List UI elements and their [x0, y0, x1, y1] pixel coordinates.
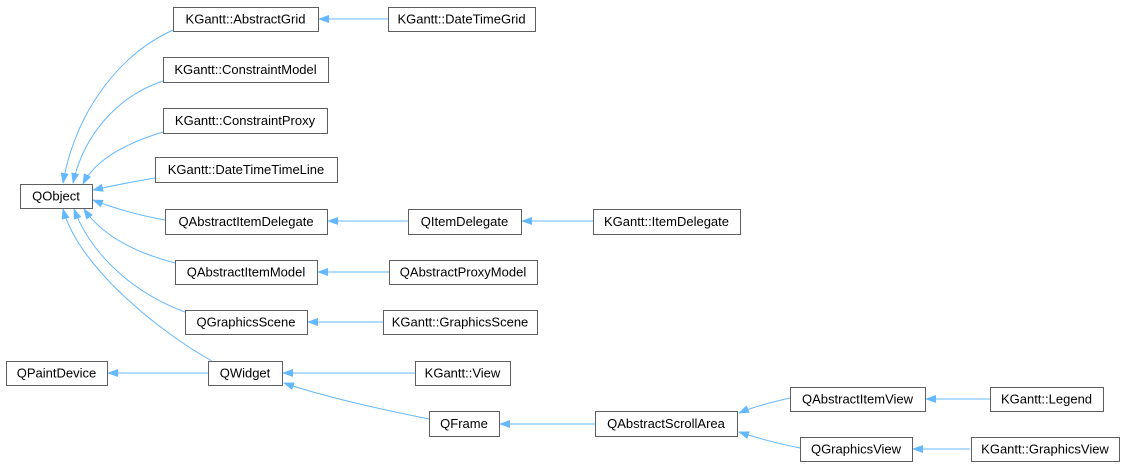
class-node-qabstractitemmodel[interactable]: QAbstractItemModel	[175, 260, 318, 285]
class-node-box[interactable]	[185, 310, 308, 335]
class-node-box[interactable]	[163, 108, 328, 134]
class-node-qpaintdevice[interactable]: QPaintDevice	[6, 361, 108, 386]
inheritance-edge-kgantt-constraintmodel-to-qobject	[71, 80, 164, 184]
class-node-box[interactable]	[388, 7, 536, 32]
class-node-kgantt-datetimetimeline[interactable]: KGantt::DateTimeTimeLine	[155, 157, 338, 183]
class-node-box[interactable]	[790, 387, 926, 412]
class-node-label: KGantt::Legend	[1001, 392, 1092, 407]
class-node-box[interactable]	[593, 209, 741, 235]
class-node-box[interactable]	[389, 260, 538, 285]
class-node-qobject[interactable]: QObject	[20, 184, 93, 209]
class-node-label: QPaintDevice	[17, 366, 96, 381]
class-node-label: QAbstractProxyModel	[400, 265, 527, 280]
class-node-label: KGantt::AbstractGrid	[186, 12, 306, 27]
class-node-box[interactable]	[173, 7, 319, 32]
class-node-box[interactable]	[990, 387, 1104, 412]
class-node-kgantt-constraintmodel[interactable]: KGantt::ConstraintModel	[163, 57, 329, 83]
class-node-label: KGantt::ItemDelegate	[604, 214, 729, 229]
class-node-label: QGraphicsScene	[197, 315, 296, 330]
class-node-label: KGantt::View	[425, 366, 501, 381]
class-node-label: QFrame	[440, 416, 488, 431]
class-node-qframe[interactable]: QFrame	[429, 411, 500, 437]
inheritance-edge-kgantt-abstractgrid-to-qobject	[60, 29, 174, 184]
class-node-box[interactable]	[415, 361, 511, 386]
class-node-box[interactable]	[800, 437, 913, 462]
class-node-box[interactable]	[429, 411, 500, 437]
class-node-box[interactable]	[408, 209, 522, 235]
class-node-kgantt-graphicsscene[interactable]: KGantt::GraphicsScene	[383, 310, 538, 335]
class-node-box[interactable]	[20, 184, 93, 209]
inheritance-edge-qgraphicsview-to-qabstractscrollarea	[738, 431, 801, 449]
class-node-qgraphicsscene[interactable]: QGraphicsScene	[185, 310, 308, 335]
class-node-kgantt-datetimegrid[interactable]: KGantt::DateTimeGrid	[388, 7, 536, 32]
class-node-box[interactable]	[208, 361, 283, 386]
class-node-label: QAbstractItemModel	[187, 265, 306, 280]
class-node-qwidget[interactable]: QWidget	[208, 361, 283, 386]
class-node-box[interactable]	[383, 310, 538, 335]
class-node-label: KGantt::GraphicsView	[981, 442, 1109, 457]
class-node-kgantt-abstractgrid[interactable]: KGantt::AbstractGrid	[173, 7, 319, 32]
inheritance-edge-qabstractitemview-to-qabstractscrollarea	[738, 397, 791, 414]
inheritance-edge-qframe-to-qwidget	[283, 382, 430, 420]
class-node-label: KGantt::ConstraintModel	[174, 62, 316, 77]
inheritance-edge-kgantt-datetimetimeline-to-qobject	[92, 177, 156, 192]
class-node-box[interactable]	[595, 411, 738, 437]
class-node-label: KGantt::DateTimeGrid	[397, 12, 525, 27]
class-node-kgantt-itemdelegate[interactable]: KGantt::ItemDelegate	[593, 209, 741, 235]
inheritance-edge-qabstractitemmodel-to-qobject	[83, 208, 176, 264]
class-node-kgantt-view[interactable]: KGantt::View	[415, 361, 511, 386]
inheritance-edge-qwidget-to-qobject	[61, 208, 213, 362]
class-node-box[interactable]	[6, 361, 108, 386]
class-node-label: QGraphicsView	[811, 442, 902, 457]
class-node-qabstractscrollarea[interactable]: QAbstractScrollArea	[595, 411, 738, 437]
class-node-label: QAbstractItemView	[802, 392, 914, 407]
class-node-box[interactable]	[971, 437, 1120, 462]
class-node-box[interactable]	[175, 260, 318, 285]
class-node-qabstractitemview[interactable]: QAbstractItemView	[790, 387, 926, 412]
class-node-label: QObject	[32, 189, 80, 204]
class-node-label: QAbstractItemDelegate	[178, 214, 313, 229]
class-node-box[interactable]	[163, 57, 329, 83]
class-node-kgantt-legend[interactable]: KGantt::Legend	[990, 387, 1104, 412]
inheritance-edge-qabstractitemdelegate-to-qobject	[92, 199, 166, 221]
inheritance-edge-qgraphicsscene-to-qobject	[73, 208, 186, 313]
class-node-qitemdelegate[interactable]: QItemDelegate	[408, 209, 522, 235]
class-node-label: KGantt::DateTimeTimeLine	[168, 162, 325, 177]
class-node-kgantt-graphicsview[interactable]: KGantt::GraphicsView	[971, 437, 1120, 462]
class-node-label: QWidget	[220, 366, 271, 381]
class-node-label: KGantt::ConstraintProxy	[175, 113, 316, 128]
class-node-label: QAbstractScrollArea	[607, 416, 726, 431]
inheritance-edge-kgantt-constraintproxy-to-qobject	[82, 131, 164, 185]
class-node-kgantt-constraintproxy[interactable]: KGantt::ConstraintProxy	[163, 108, 328, 134]
class-node-label: QItemDelegate	[421, 214, 508, 229]
class-node-qgraphicsview[interactable]: QGraphicsView	[800, 437, 913, 462]
class-node-qabstractitemdelegate[interactable]: QAbstractItemDelegate	[165, 209, 328, 235]
class-node-box[interactable]	[165, 209, 328, 235]
class-node-qabstractproxymodel[interactable]: QAbstractProxyModel	[389, 260, 538, 285]
class-node-box[interactable]	[155, 157, 338, 183]
class-node-label: KGantt::GraphicsScene	[392, 315, 529, 330]
